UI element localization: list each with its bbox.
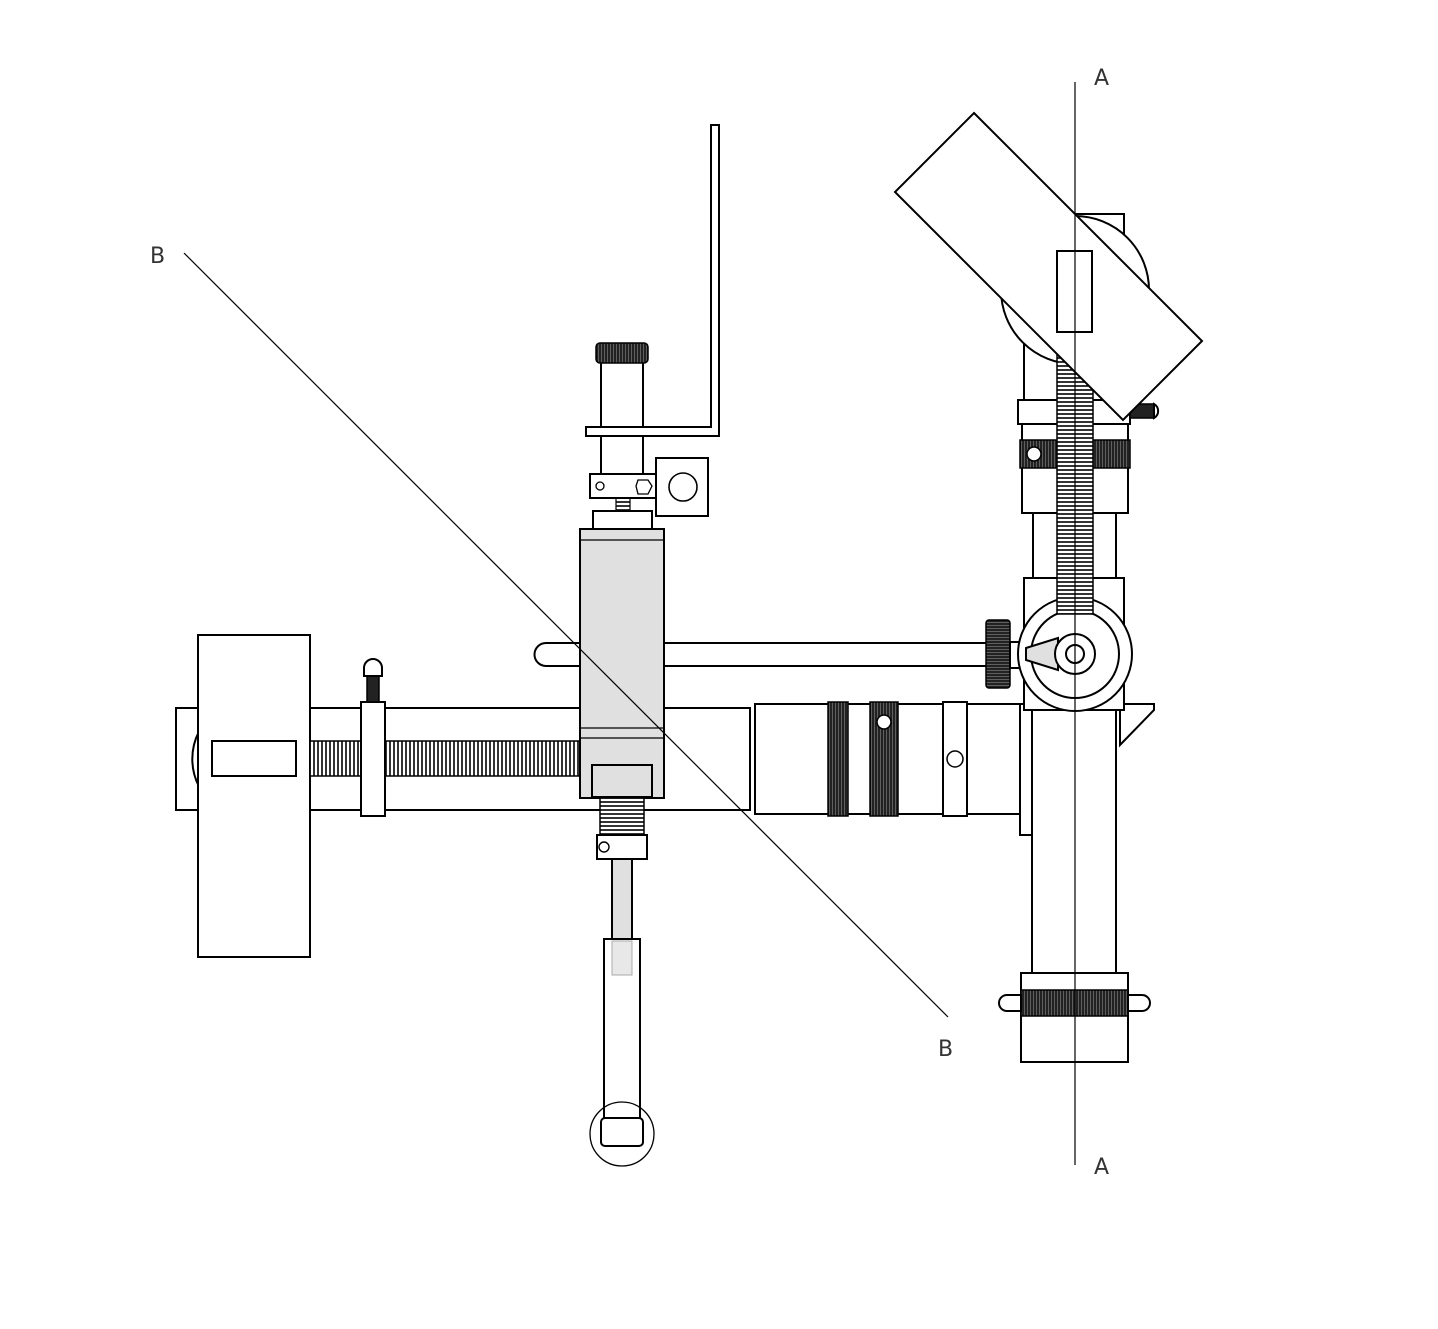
- central-block-base: [591, 764, 653, 798]
- upper-post: [600, 359, 644, 475]
- counterweight-block: [197, 634, 311, 958]
- central-block: [579, 528, 665, 799]
- upper-bracket-hole: [595, 481, 605, 491]
- axis-label-b-bottom: B: [938, 1037, 953, 1062]
- clamp-screw-shaft: [366, 675, 380, 703]
- worm-wheel-lever: [1025, 636, 1059, 672]
- top-clamp-screw-head: [1153, 402, 1160, 420]
- horizontal-threaded-rod: [309, 740, 581, 777]
- axis-label-a-bottom: A: [1094, 1155, 1109, 1180]
- lower-stem: [611, 858, 633, 942]
- counterweight-assembly: [175, 634, 332, 958]
- pointer-wire: [585, 124, 720, 437]
- upper-bracket-slot: [635, 479, 653, 495]
- bottom-screw-left: [998, 994, 1022, 1012]
- horizontal-tube: [309, 658, 1021, 817]
- lower-collar: [596, 834, 648, 860]
- lower-handle-cap: [600, 1117, 644, 1147]
- upper-knurl-hole: [1026, 446, 1042, 462]
- slow-motion-knob: [985, 619, 1011, 689]
- sleeve-knurl-ring-1: [827, 701, 849, 817]
- bottom-screw-right: [1127, 994, 1151, 1012]
- section-lines: [183, 82, 1076, 1165]
- tilted-plate: [893, 111, 1204, 422]
- upper-post-knob: [595, 342, 649, 364]
- column-lower-tube: [1031, 709, 1117, 976]
- lower-handle-inner: [611, 940, 633, 976]
- clamp-screw-head: [363, 658, 383, 677]
- tilted-plate-body: [893, 111, 1204, 422]
- central-top-cap: [592, 510, 653, 530]
- central-assembly: [579, 124, 720, 1167]
- lower-handle-ring: [589, 1101, 655, 1167]
- axis-label-b-top: B: [150, 244, 165, 269]
- lower-threaded-stem: [599, 797, 645, 837]
- sleeve-collar-hole: [946, 750, 964, 768]
- section-line-b: [183, 252, 949, 1018]
- sleeve-knurl-hole: [876, 714, 892, 730]
- counterweight-window: [211, 740, 297, 777]
- tube-clamp-ring: [360, 701, 386, 817]
- upper-plate-hole: [668, 472, 698, 502]
- lower-collar-hole: [598, 841, 610, 853]
- axis-label-a-top: A: [1094, 66, 1109, 91]
